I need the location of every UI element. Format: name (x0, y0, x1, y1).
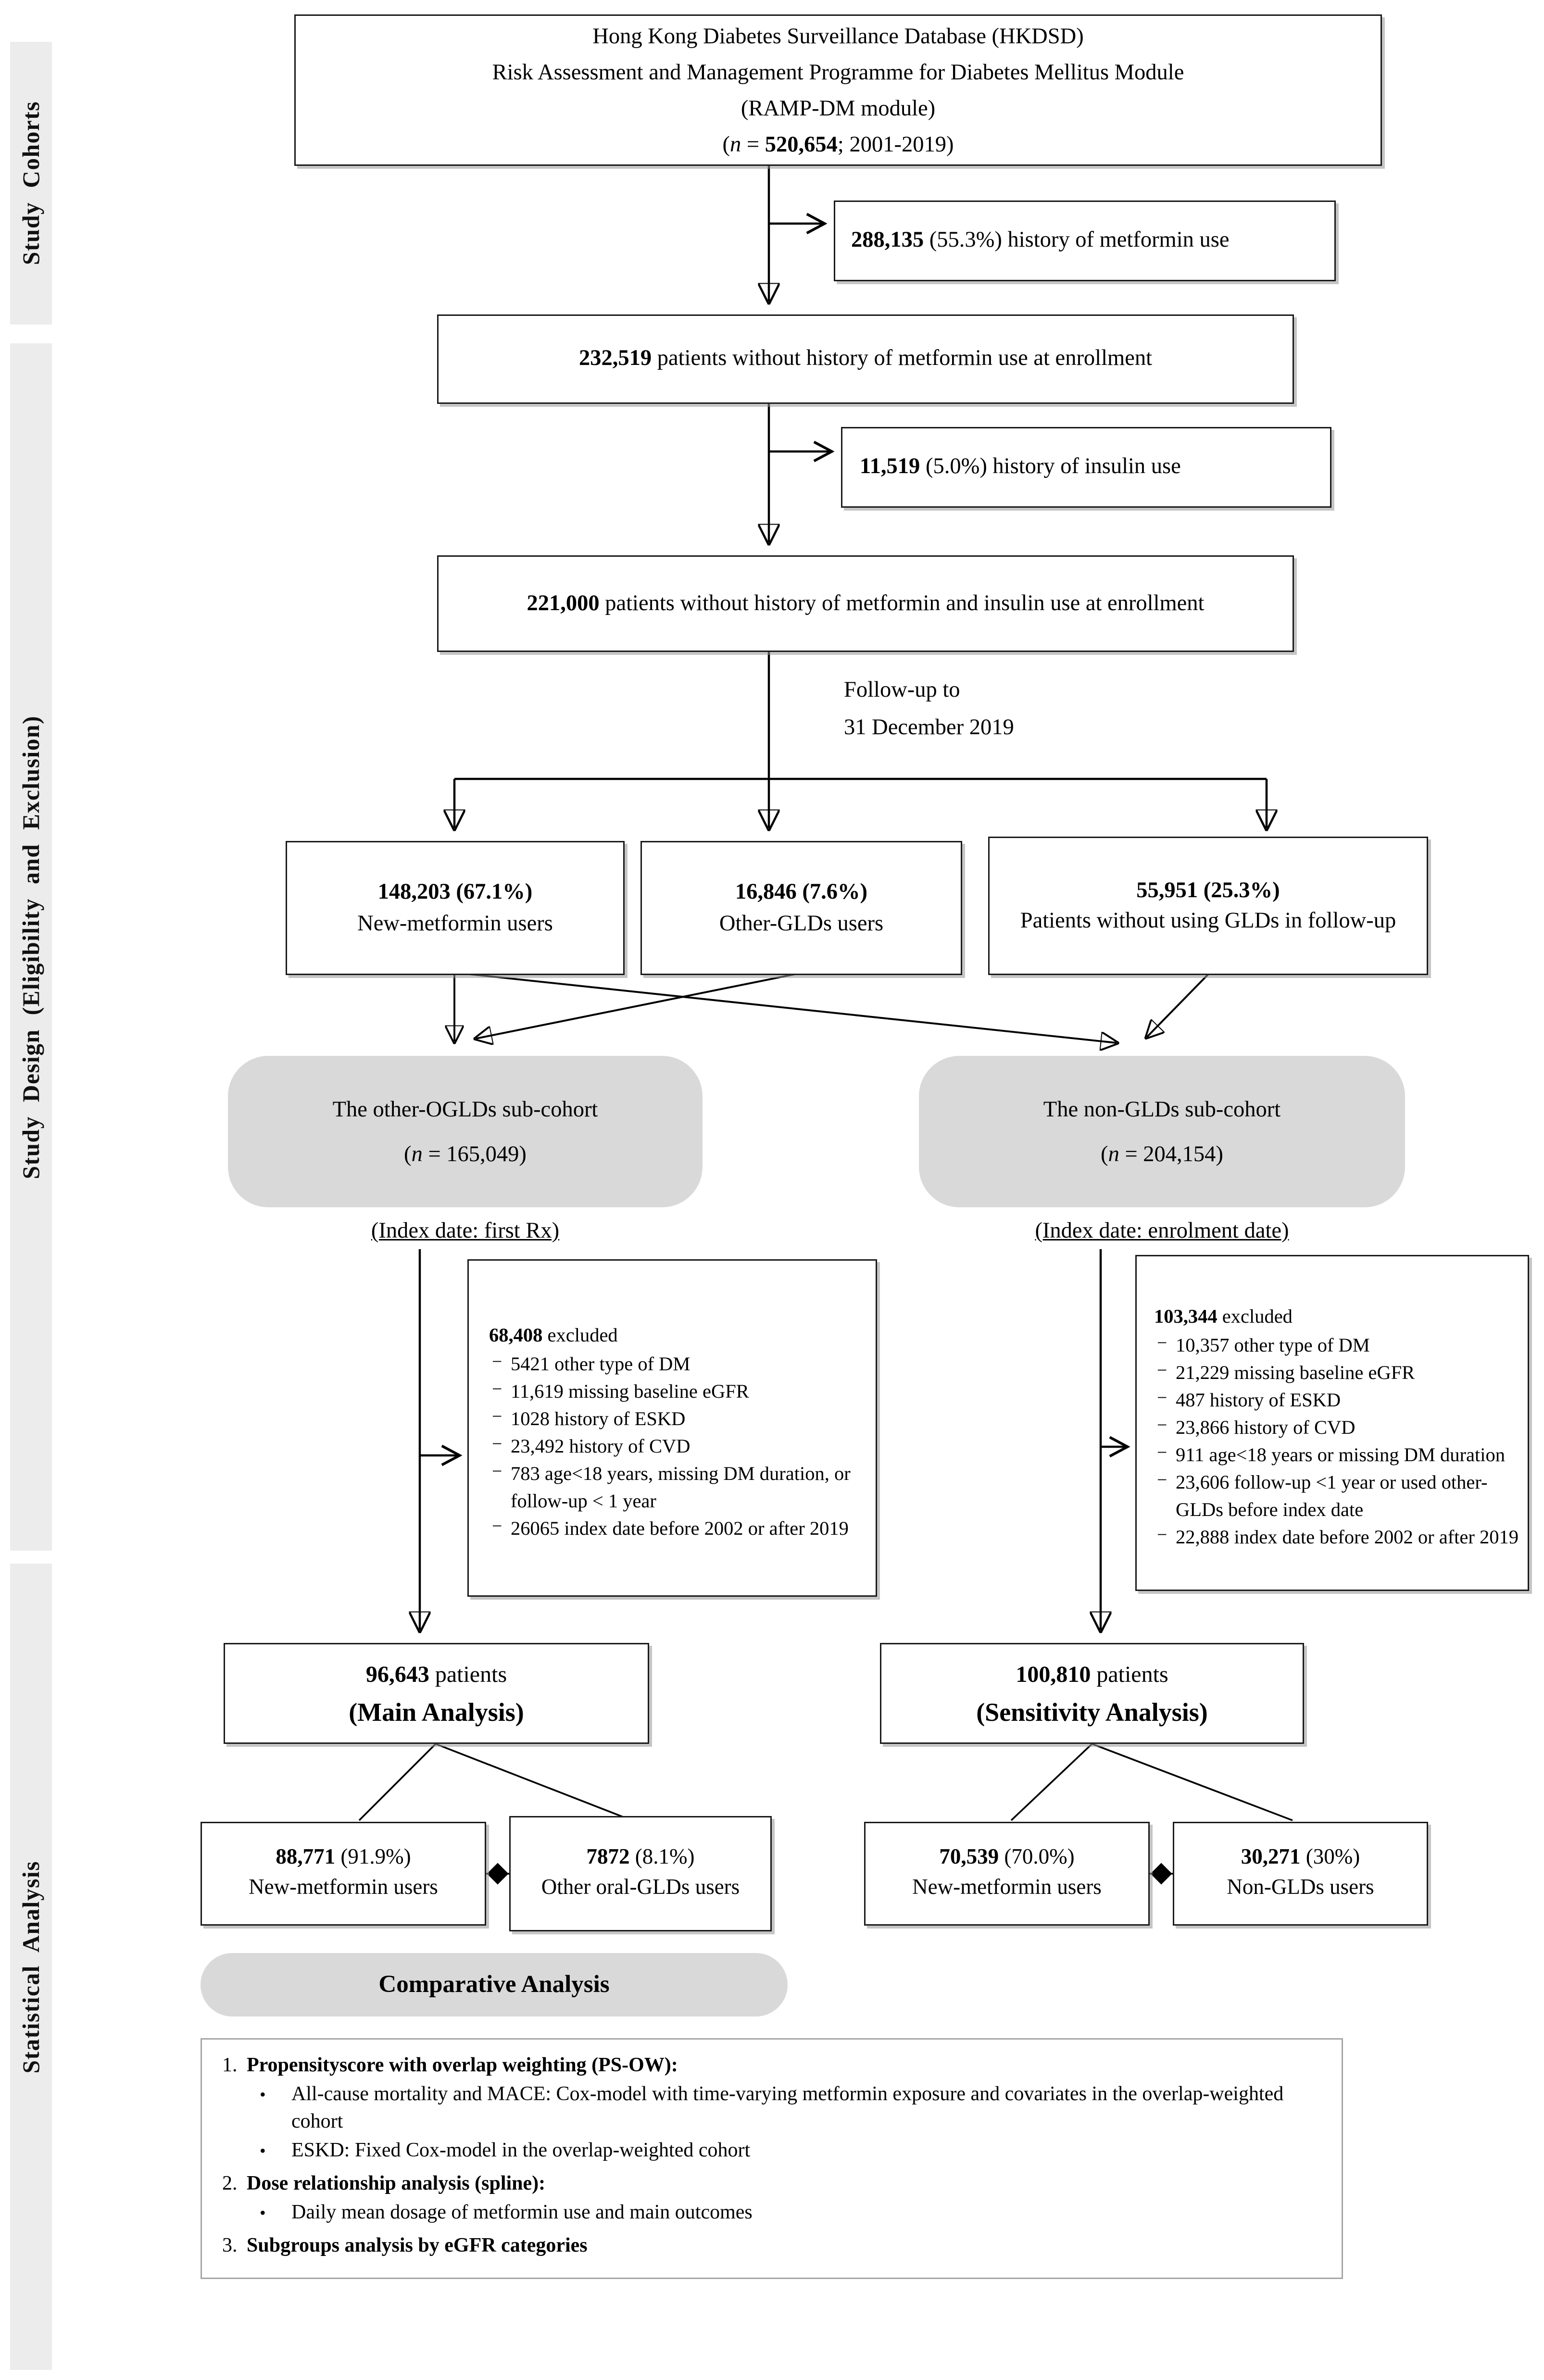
sa-metformin-count: 70,539 (70.0%) (939, 1846, 1075, 1869)
ma-metformin-label: New-metformin users (249, 1877, 438, 1900)
box-statistical-methods: 1.Propensityscore with overlap weighting… (201, 2038, 1343, 2279)
sidebar-label-statistical-analysis: Statistical Analysis (16, 1860, 44, 2073)
sa-metformin-label: New-metformin users (912, 1877, 1102, 1900)
no-glds-label: Patients without using GLDs in follow-up (1020, 909, 1396, 933)
no-glds-count: 55,951 (25.3%) (1136, 878, 1280, 903)
followup-line2: 31 December 2019 (844, 715, 1014, 740)
exclusion-item: −1028 history of ESKD (492, 1405, 686, 1429)
sa-nonglds-count: 30,271 (30%) (1241, 1846, 1360, 1869)
new-metformin-count: 148,203 (67.1%) (377, 879, 533, 904)
arrow-232-to-221 (769, 404, 829, 542)
box-other-glds-users: 16,846 (7.6%) Other-GLDs users (640, 841, 962, 975)
stats-section-3: 3.Subgroups analysis by eGFR categories (222, 2236, 588, 2257)
arrow-oglds-to-main (420, 1249, 457, 1630)
comparative-analysis-pill: Comparative Analysis (201, 1953, 788, 2017)
hkdsd-line3: (RAMP-DM module) (741, 96, 936, 121)
exclusion-item: −23,866 history of CVD (1157, 1414, 1356, 1438)
box-excluded-metformin-history: 288,135 (55.3%) history of metformin use (834, 200, 1336, 281)
box-exclusions-sensitivity: 103,344 excluded −10,357 other type of D… (1135, 1255, 1529, 1591)
stats-bullet: •Daily mean dosage of metformin use and … (260, 2202, 753, 2224)
sidebar-label-study-design: Study Design (Eligibility and Exclusion) (16, 715, 44, 1179)
exclusion-item: −21,229 missing baseline eGFR (1157, 1359, 1415, 1383)
sidebar-section-study-design: Study Design (Eligibility and Exclusion) (10, 343, 52, 1551)
stats-section-2: 2.Dose relationship analysis (spline): (222, 2174, 546, 2195)
subcohort-nonglds-title: The non-GLDs sub-cohort (1043, 1097, 1281, 1122)
ma-other-count: 7872 (8.1%) (586, 1846, 695, 1869)
stats-bullet: •ESKD: Fixed Cox-model in the overlap-we… (260, 2140, 751, 2162)
box-subcohort-other-oglds: The other-OGLDs sub-cohort (n = 165,049) (228, 1056, 703, 1207)
sidebar-section-study-cohorts: Study Cohorts (10, 42, 52, 325)
hkdsd-line1: Hong Kong Diabetes Surveillance Database… (592, 24, 1084, 49)
no-metformin-insulin-text: 221,000 patients without history of metf… (527, 590, 1205, 615)
excluded-metformin-text: 288,135 (55.3%) history of metformin use (851, 228, 1230, 252)
box-new-metformin-users: 148,203 (67.1%) New-metformin users (286, 841, 625, 975)
exclusion-item: −23,492 history of CVD (492, 1433, 690, 1456)
comparative-analysis-label: Comparative Analysis (378, 1970, 610, 1998)
subcohort-oglds-n: (n = 165,049) (404, 1141, 527, 1166)
box-sensitivity-analysis: 100,810 patients (Sensitivity Analysis) (880, 1643, 1304, 1744)
box-no-metformin-history: 232,519 patients without history of metf… (437, 314, 1294, 404)
hkdsd-line2: Risk Assessment and Management Programme… (492, 60, 1184, 85)
exclusions-sens-title: 103,344 excluded (1154, 1304, 1293, 1327)
box-sa-new-metformin: 70,539 (70.0%) New-metformin users (864, 1822, 1150, 1926)
box-subcohort-non-glds: The non-GLDs sub-cohort (n = 204,154) (919, 1056, 1405, 1207)
arrows-to-subcohorts (454, 973, 1210, 1043)
box-ma-new-metformin: 88,771 (91.9%) New-metformin users (201, 1822, 486, 1926)
other-glds-count: 16,846 (7.6%) (735, 879, 868, 904)
no-metformin-text: 232,519 patients without history of metf… (578, 346, 1153, 371)
ma-metformin-count: 88,771 (91.9%) (276, 1846, 411, 1869)
exclusion-item: −911 age<18 years or missing DM duration (1157, 1441, 1505, 1465)
stats-bullet: •All-cause mortality and MACE: Cox-model… (260, 2083, 1284, 2134)
exclusion-item: −5421 other type of DM (492, 1351, 690, 1374)
exclusion-item: −783 age<18 years, missing DM duration, … (492, 1460, 851, 1511)
followup-line1: Follow-up to (844, 678, 960, 702)
box-main-analysis: 96,643 patients (Main Analysis) (224, 1643, 649, 1744)
sidebar-section-statistical-analysis: Statistical Analysis (10, 1564, 52, 2370)
box-no-metformin-insulin: 221,000 patients without history of metf… (437, 555, 1294, 652)
box-exclusions-main: 68,408 excluded −5421 other type of DM −… (467, 1259, 877, 1597)
exclusion-item: −23,606 follow-up <1 year or used other-… (1157, 1469, 1488, 1520)
box-ma-other-oral-glds: 7872 (8.1%) Other oral-GLDs users (509, 1816, 772, 1931)
sens-analysis-title: (Sensitivity Analysis) (976, 1697, 1208, 1726)
main-analysis-title: (Main Analysis) (349, 1697, 524, 1726)
subcohort-oglds-title: The other-OGLDs sub-cohort (332, 1097, 598, 1122)
box-sa-non-glds: 30,271 (30%) Non-GLDs users (1173, 1822, 1428, 1926)
sens-analysis-count: 100,810 patients (1016, 1662, 1168, 1687)
exclusion-item: −22,888 index date before 2002 or after … (1157, 1524, 1519, 1547)
box-hkdsd-database: Hong Kong Diabetes Surveillance Database… (294, 14, 1382, 166)
stats-section-1: 1.Propensityscore with overlap weighting… (222, 2055, 678, 2077)
sa-nonglds-label: Non-GLDs users (1227, 1877, 1374, 1900)
arrow-nonglds-to-sens (1101, 1249, 1125, 1630)
subcohort-nonglds-n: (n = 204,154) (1101, 1141, 1223, 1166)
new-metformin-label: New-metformin users (357, 911, 553, 936)
excluded-insulin-text: 11,519 (5.0%) history of insulin use (860, 454, 1181, 479)
box-excluded-insulin-history: 11,519 (5.0%) history of insulin use (841, 427, 1331, 508)
box-no-glds-users: 55,951 (25.3%) Patients without using GL… (988, 837, 1428, 975)
exclusions-main-title: 68,408 excluded (489, 1323, 618, 1345)
other-glds-label: Other-GLDs users (719, 911, 884, 936)
hkdsd-n-line: (n = 520,654; 2001-2019) (722, 132, 954, 157)
ma-other-label: Other oral-GLDs users (541, 1877, 740, 1900)
followup-annotation: Follow-up to 31 December 2019 (844, 672, 1161, 747)
arrow-topbox-to-232 (769, 166, 822, 301)
index-date-label-left: (Index date: first Rx) (371, 1219, 560, 1243)
sidebar-label-study-cohorts: Study Cohorts (16, 101, 44, 265)
exclusion-item: −26065 index date before 2002 or after 2… (492, 1515, 849, 1539)
exclusion-item: −10,357 other type of DM (1157, 1332, 1370, 1355)
index-date-label-right: (Index date: enrolment date) (1035, 1219, 1289, 1243)
exclusion-item: −11,619 missing baseline eGFR (492, 1378, 749, 1402)
main-analysis-count: 96,643 patients (365, 1662, 507, 1687)
main-split-lines (358, 1743, 1293, 1821)
exclusion-item: −487 history of ESKD (1157, 1387, 1341, 1410)
